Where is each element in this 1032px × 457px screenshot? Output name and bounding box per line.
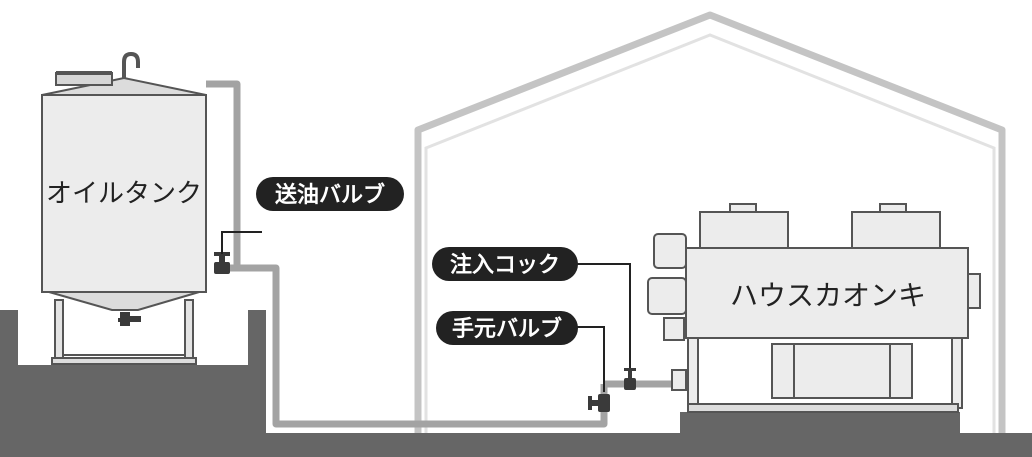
heater-unit [647,203,981,413]
callout-injection-cock: 注入コック [432,247,578,281]
injection-cock-label: 注入コック [450,252,560,278]
ground [0,310,1032,457]
oil-tank-label: オイルタンク [46,179,202,209]
injection-cock-icon [624,368,636,390]
greenhouse-inner-outline [424,33,996,433]
drain-valve-icon [118,312,141,326]
hand-valve-icon [588,394,610,412]
callout-supply-valve: 送油バルブ [256,177,404,211]
greenhouse-outline [414,11,1006,433]
callout-hand-valve: 手元バルブ [436,311,578,345]
supply-valve-icon [214,252,230,274]
callout-leaders [221,231,631,392]
supply-valve-label: 送油バルブ [275,182,385,208]
heater-label: ハウスカオンキ [730,279,926,312]
oil-tank [41,51,207,365]
hand-valve-label: 手元バルブ [452,316,562,342]
